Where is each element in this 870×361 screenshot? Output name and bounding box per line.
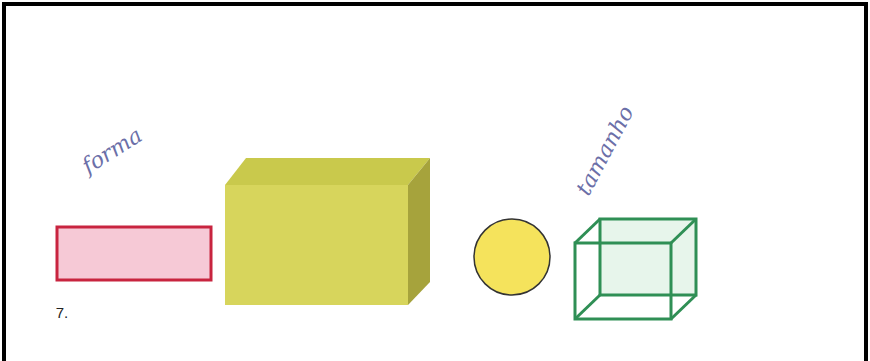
pink-rectangle: [57, 227, 211, 280]
handwritten-note: tamanho: [571, 101, 639, 199]
yellow-cuboid: [225, 158, 430, 305]
handwritten-note: forma: [77, 122, 146, 178]
exercise-number: 7.: [56, 304, 69, 321]
yellow-circle: [474, 219, 550, 295]
page-frame: [4, 4, 866, 361]
green-wire-cube: [575, 219, 696, 319]
